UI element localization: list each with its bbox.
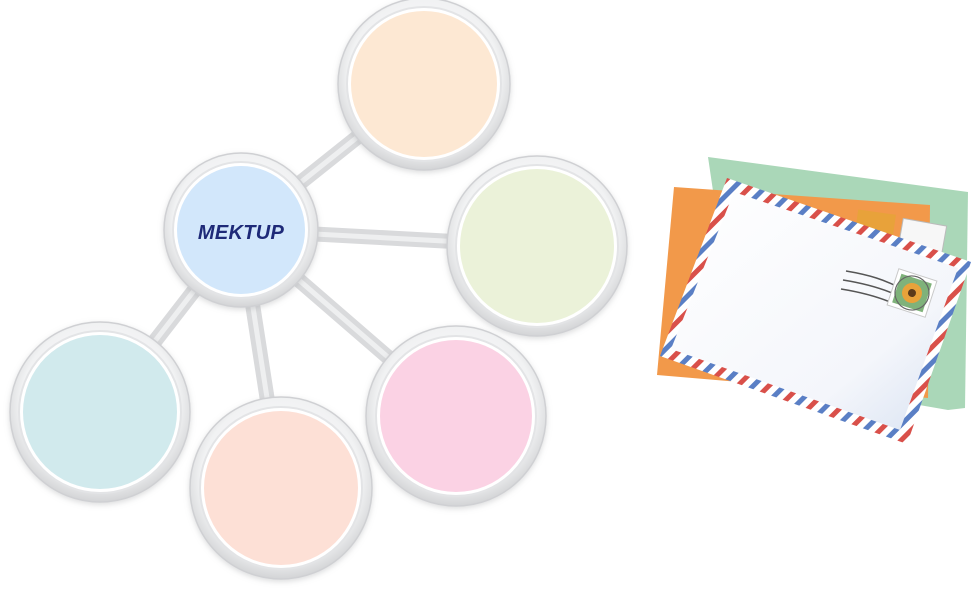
node-left-fill <box>23 335 177 489</box>
node-bottom <box>189 396 373 580</box>
diagram-nodes <box>9 0 628 580</box>
node-right-fill <box>460 169 614 323</box>
node-bottom-right <box>365 325 547 507</box>
node-bottom-right-fill <box>380 340 532 492</box>
front-envelope <box>671 192 958 430</box>
node-bottom-fill <box>204 411 358 565</box>
center-node-fill <box>177 166 305 294</box>
center-node-label-group: MEKTUP <box>198 222 285 244</box>
envelopes-icon <box>657 157 971 444</box>
stamp-icon <box>886 268 938 318</box>
node-top-fill <box>351 11 497 157</box>
center-node-label: MEKTUP <box>198 222 285 244</box>
node-right <box>446 155 628 337</box>
node-top <box>337 0 511 171</box>
node-left <box>9 321 191 503</box>
center-node <box>163 152 319 308</box>
